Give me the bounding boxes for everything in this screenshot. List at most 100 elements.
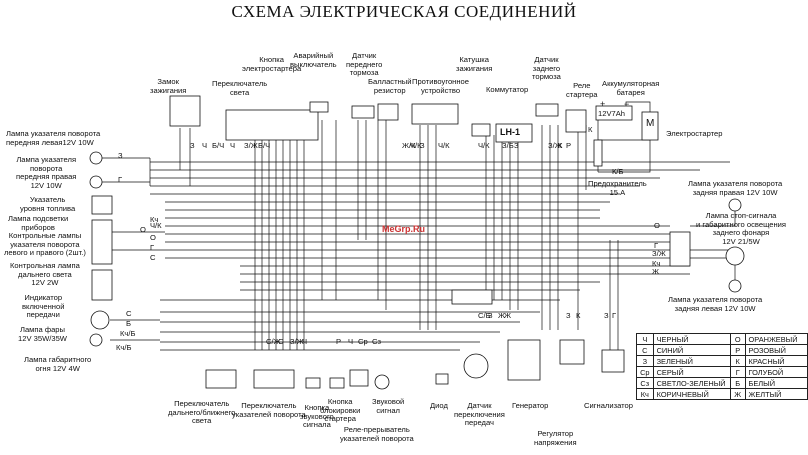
battery-plus-sign: + (600, 99, 606, 109)
wire-code: Сз (372, 337, 381, 346)
legend-cell: ГОЛУБОЙ (744, 366, 808, 378)
horn-button-block (305, 377, 321, 389)
beam-switch-block (205, 369, 237, 389)
starter-relay-block (565, 109, 587, 133)
left-lamp-leads (102, 157, 165, 341)
commutator-block (495, 123, 533, 143)
left-lamps (89, 151, 113, 347)
commutator-code: LH-1 (500, 127, 520, 137)
motor-symbol: M (646, 118, 655, 129)
wire-code: Кч (652, 259, 661, 268)
ignition-lock-block (169, 95, 201, 127)
position-lamp-circle (89, 333, 103, 347)
wire-code: С/Б (478, 311, 491, 320)
wire-code: З (566, 311, 571, 320)
label-signalizer: Сигнализатор (584, 401, 633, 410)
wire-code: С (126, 309, 132, 318)
legend-cell: О (729, 333, 746, 345)
wire-code: З/Ж (244, 141, 258, 150)
legend-cell: СВЕТЛО-ЗЕЛЕНЫЙ (652, 377, 731, 389)
wire-code: З (514, 141, 519, 150)
rear-left-turn-lamp (728, 279, 742, 293)
label-electric-starter: Электростартер (666, 129, 723, 138)
ballast-resistor-block (377, 103, 399, 121)
headlamp-circle (90, 310, 110, 330)
turn-relay-block (349, 369, 369, 387)
legend-cell: Ч (636, 333, 654, 345)
front-brake-sensor-block (351, 105, 375, 119)
legend-cell: Б (729, 377, 746, 389)
wire-code: Ж (504, 311, 512, 320)
wire-code: С/Ж (266, 337, 281, 346)
hazard-switch-block (309, 101, 329, 113)
wire-code: Ч (348, 337, 354, 346)
legend-cell: ОРАНЖЕВЫЙ (744, 333, 808, 345)
right-lamps (669, 198, 745, 293)
legend-cell: РОЗОВЫЙ (744, 344, 808, 356)
battery-block (595, 105, 633, 121)
wire-code: Б (126, 319, 131, 328)
wire-code: О (654, 221, 660, 230)
wire-code: З (420, 141, 425, 150)
legend-cell: КРАСНЫЙ (744, 355, 808, 367)
gear-sensor-connector (451, 289, 493, 305)
wire-code: Ж (498, 311, 506, 320)
legend-cell: БЕЛЫЙ (744, 377, 808, 389)
legend-cell: ЖЕЛТЫЙ (744, 388, 808, 400)
wire-code: Ч/К (410, 141, 422, 150)
legend-cell: Ж (729, 388, 746, 400)
label-commutator: Коммутатор (486, 85, 529, 94)
horn-circle (374, 374, 390, 390)
generator-block (507, 339, 541, 381)
wire-code: К (576, 311, 581, 320)
wire-code: Ч (302, 337, 308, 346)
regulator-block (559, 339, 585, 365)
fuel-gauge-block (91, 195, 113, 215)
wire-code: Б/Ч (258, 141, 271, 150)
wire-code: Р (336, 337, 342, 346)
fuse-block (593, 139, 603, 167)
wire-code: Г (654, 241, 659, 250)
legend-cell: Ср (636, 366, 654, 378)
horizontal-wire-bus (150, 161, 730, 351)
front-left-turn-lamp (89, 151, 103, 165)
starter-motor-block (641, 111, 659, 141)
label-generator: Генератор (512, 401, 549, 410)
wire-code: О (150, 233, 156, 242)
wire-code: З (604, 311, 609, 320)
turn-switch-block (253, 369, 295, 389)
legend-cell: СИНИЙ (652, 344, 731, 356)
front-right-turn-lamp (89, 175, 103, 189)
gear-sensor-circle (463, 353, 489, 379)
wire-code: Ж (652, 267, 660, 276)
wire-code: З/Б (502, 141, 514, 150)
gear-indicator-block (91, 269, 113, 301)
wire-code: Г (150, 243, 155, 252)
